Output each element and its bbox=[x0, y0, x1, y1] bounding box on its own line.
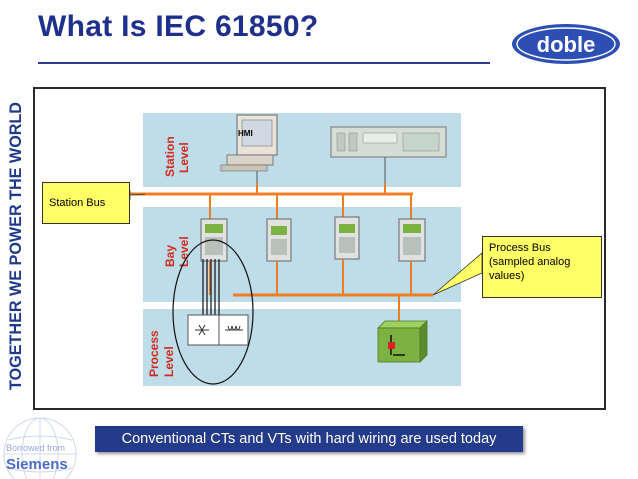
process-bus-callout-line1: Process Bus bbox=[489, 242, 551, 254]
hard-wiring-bundle bbox=[202, 259, 220, 315]
hmi-computer-icon bbox=[220, 114, 278, 183]
siemens-credit: Siemens bbox=[6, 456, 68, 473]
title-underline bbox=[38, 62, 490, 64]
protection-relay-icon bbox=[266, 218, 292, 262]
station-bus-callout: Station Bus bbox=[42, 182, 130, 224]
logo-text: doble bbox=[537, 32, 596, 57]
doble-logo: doble bbox=[512, 24, 620, 64]
ct-vt-icon bbox=[187, 314, 249, 346]
hmi-label: HMI bbox=[238, 129, 253, 138]
slogan-text: TOGETHER WE POWER THE WORLD bbox=[7, 102, 25, 390]
bay-level-label-2: Level bbox=[177, 236, 191, 267]
conventional-wiring-ellipse bbox=[172, 239, 254, 385]
protection-relay-icon bbox=[398, 218, 426, 262]
protection-relay-icon bbox=[334, 216, 360, 260]
bay-level-label: Bay bbox=[163, 245, 177, 267]
process-bus-callout-line2: (sampled analog bbox=[489, 256, 571, 268]
slogan-vertical: TOGETHER WE POWER THE WORLD bbox=[7, 102, 25, 390]
borrowed-from-text: Borrowed from bbox=[6, 443, 66, 453]
merging-unit-icon bbox=[377, 320, 428, 363]
globe-icon bbox=[3, 417, 77, 479]
station-level-label-2: Level bbox=[177, 142, 191, 173]
station-level-label: Station bbox=[163, 136, 177, 177]
process-bus-callout: Process Bus (sampled analog values) bbox=[482, 236, 602, 298]
process-level-label-2: Level bbox=[162, 346, 176, 377]
iec61850-architecture-diagram: Station Level Bay Level Process Level bbox=[122, 113, 483, 386]
process-bus-callout-line3: values) bbox=[489, 270, 525, 282]
page-title: What Is IEC 61850? bbox=[38, 10, 319, 43]
process-level-label: Process bbox=[147, 330, 161, 377]
station-bus-callout-text: Station Bus bbox=[49, 197, 106, 209]
scada-rack-icon bbox=[330, 126, 447, 194]
conventional-ct-vt-banner: Conventional CTs and VTs with hard wirin… bbox=[95, 426, 523, 452]
